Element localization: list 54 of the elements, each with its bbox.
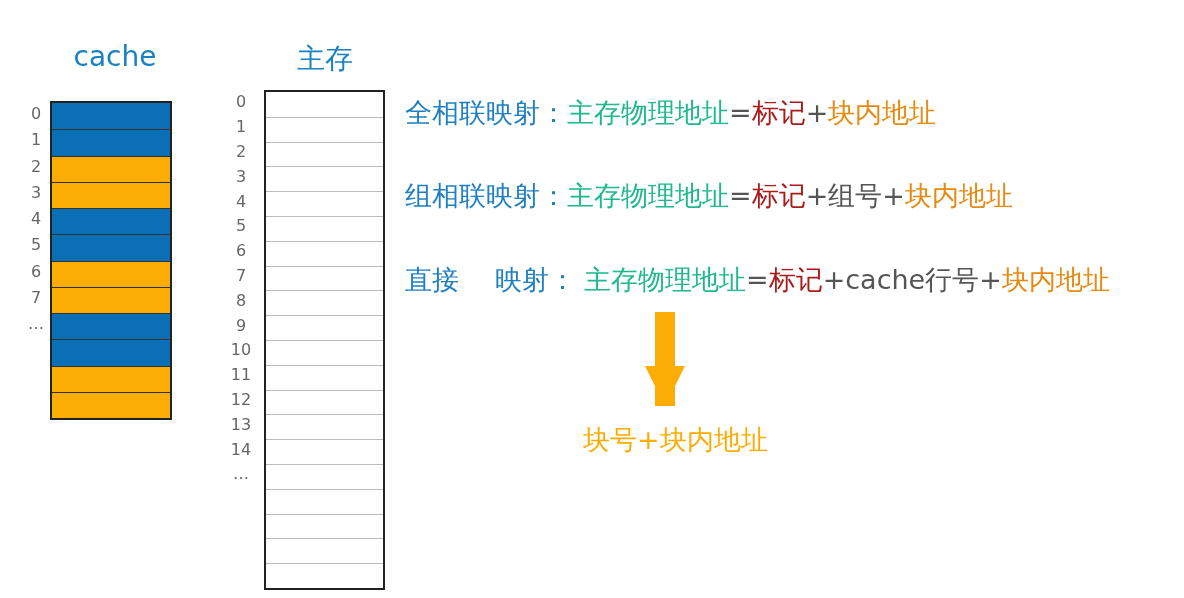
row-number: 0 [29, 104, 43, 125]
formula-term: 主存物理地址 [567, 96, 729, 130]
formula-term: = [746, 264, 769, 295]
row-number: 2 [234, 142, 248, 162]
row-number: 1 [29, 130, 43, 151]
row-number: 14 [229, 439, 253, 460]
row-number: 10 [229, 340, 253, 361]
row-number: 0 [234, 92, 248, 113]
row-number: 9 [234, 315, 248, 336]
row-number: 7 [29, 287, 43, 308]
row-number: 6 [29, 261, 43, 282]
row-number: 8 [234, 290, 248, 311]
formula-term: cache行号 [845, 263, 980, 297]
row-number: 7 [234, 266, 248, 286]
arrow [645, 312, 685, 406]
formula-term: 映射： [495, 263, 576, 297]
row-number: 4 [234, 191, 248, 212]
formula-term: 标记 [751, 179, 806, 213]
memory-table [264, 90, 385, 590]
row-number: 13 [229, 414, 253, 435]
row-number: 3 [234, 166, 248, 187]
formula-term: 全相联映射： [405, 96, 567, 130]
formula-term: = [729, 180, 752, 211]
row-number: 1 [234, 117, 248, 138]
formula-term: + [805, 97, 829, 128]
formula-term: = [729, 97, 752, 128]
formula-term: 标记 [768, 263, 823, 297]
row-number: 12 [229, 390, 253, 410]
formula-term: 组号 [828, 179, 883, 213]
formula-term: + [882, 180, 905, 211]
row-number: 5 [234, 216, 248, 237]
row-number: 5 [29, 235, 43, 256]
address-term: 主存物理地址 [584, 262, 746, 298]
row-number: 3 [29, 182, 43, 203]
formula-term: + [979, 264, 1002, 295]
formula-term: 块内地址 [1001, 263, 1110, 297]
formula-term: + [822, 264, 846, 295]
formula-term: 块内地址 [904, 179, 1013, 213]
row-number: 2 [29, 156, 43, 177]
cache-table [50, 101, 172, 420]
row-number: 6 [234, 241, 248, 262]
formula-term: + [805, 180, 829, 211]
formula-term: 直接 [405, 263, 459, 297]
table-heading: cache [60, 40, 170, 73]
row-number: … [27, 314, 45, 335]
result-term: 块号+块内地址 [583, 422, 768, 458]
formula-term: 主存物理地址 [567, 179, 729, 213]
formula-term: 块内地址 [828, 96, 937, 130]
formula-term: 标记 [751, 96, 806, 130]
row-number: … [232, 464, 250, 485]
row-number: 11 [229, 365, 253, 386]
formula-term: 组相联映射： [405, 179, 567, 213]
row-number: 4 [29, 209, 43, 230]
table-heading: 主存 [264, 40, 385, 78]
